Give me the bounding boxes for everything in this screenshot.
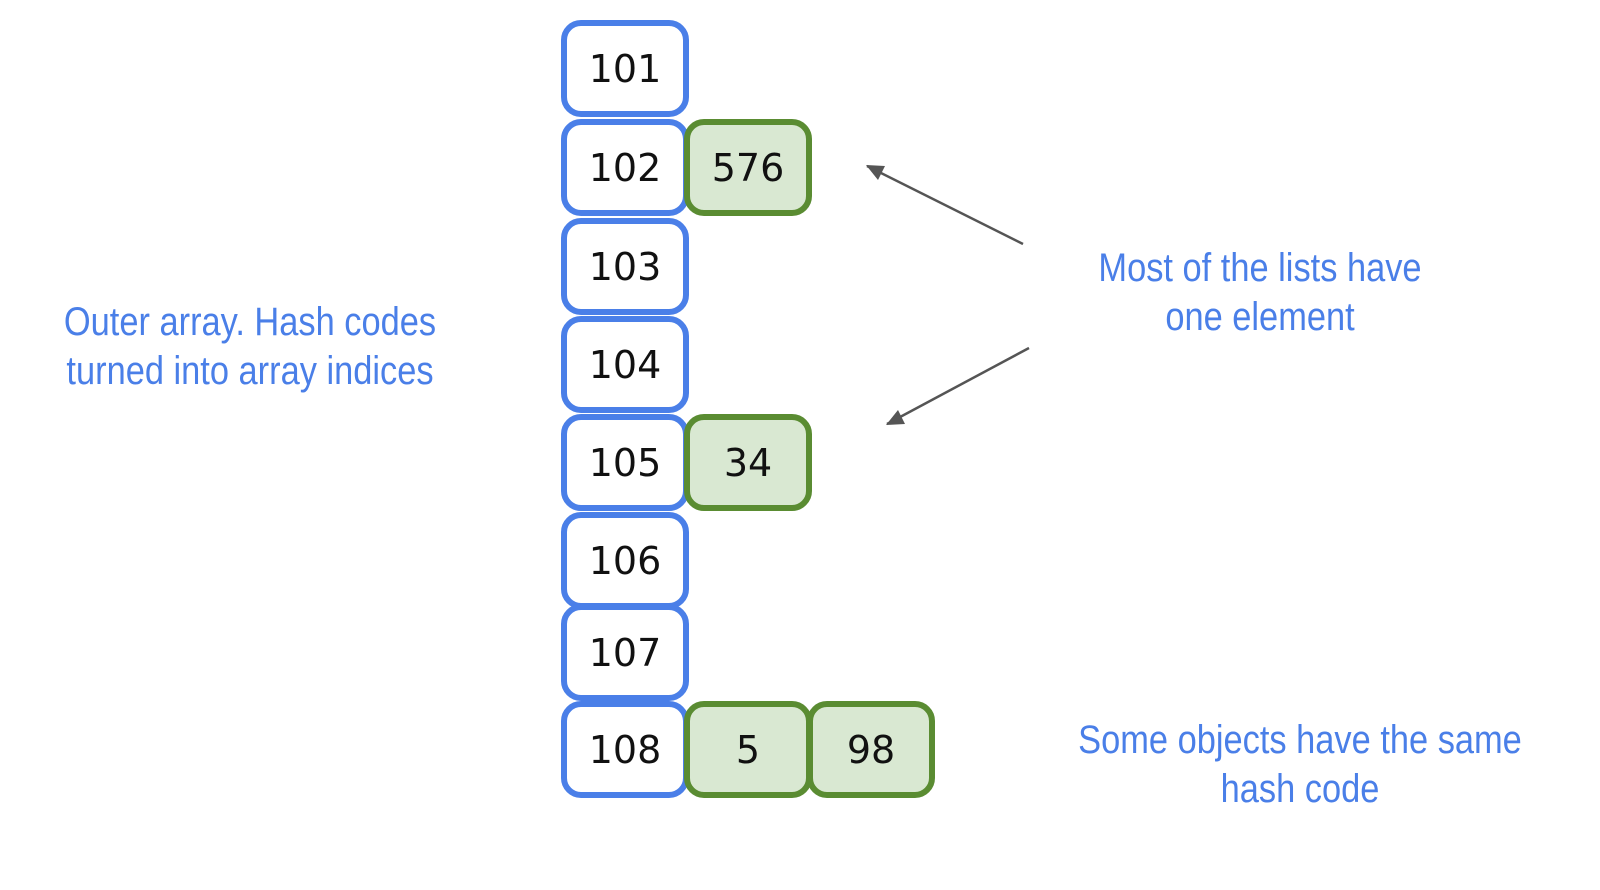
arrowhead-to-576 bbox=[866, 165, 885, 180]
arrow-to-576 bbox=[866, 164, 1024, 246]
list-item-576: 576 bbox=[684, 119, 812, 216]
bucket-103: 103 bbox=[561, 218, 689, 315]
single-element-note-line-2: one element bbox=[1165, 295, 1355, 339]
same-hash-note: Some objects have the same hash code bbox=[1042, 716, 1558, 814]
same-hash-note-line-2: hash code bbox=[1220, 767, 1380, 811]
arrow-to-34 bbox=[886, 346, 1030, 426]
outer-array-note-line-1: Outer array. Hash codes bbox=[63, 300, 437, 344]
arrowhead-to-34 bbox=[886, 410, 905, 425]
bucket-101: 101 bbox=[561, 20, 689, 117]
single-element-note: Most of the lists have one element bbox=[1045, 244, 1475, 342]
bucket-107: 107 bbox=[561, 604, 689, 701]
outer-array-note-line-2: turned into array indices bbox=[66, 349, 434, 393]
bucket-104: 104 bbox=[561, 316, 689, 413]
list-item-34: 34 bbox=[684, 414, 812, 511]
outer-array-note: Outer array. Hash codes turned into arra… bbox=[35, 298, 465, 396]
single-element-note-line-1: Most of the lists have bbox=[1098, 246, 1422, 290]
bucket-108: 108 bbox=[561, 701, 689, 798]
bucket-102: 102 bbox=[561, 119, 689, 216]
list-item-98: 98 bbox=[807, 701, 935, 798]
bucket-105: 105 bbox=[561, 414, 689, 511]
same-hash-note-line-1: Some objects have the same bbox=[1078, 718, 1522, 762]
bucket-106: 106 bbox=[561, 512, 689, 609]
